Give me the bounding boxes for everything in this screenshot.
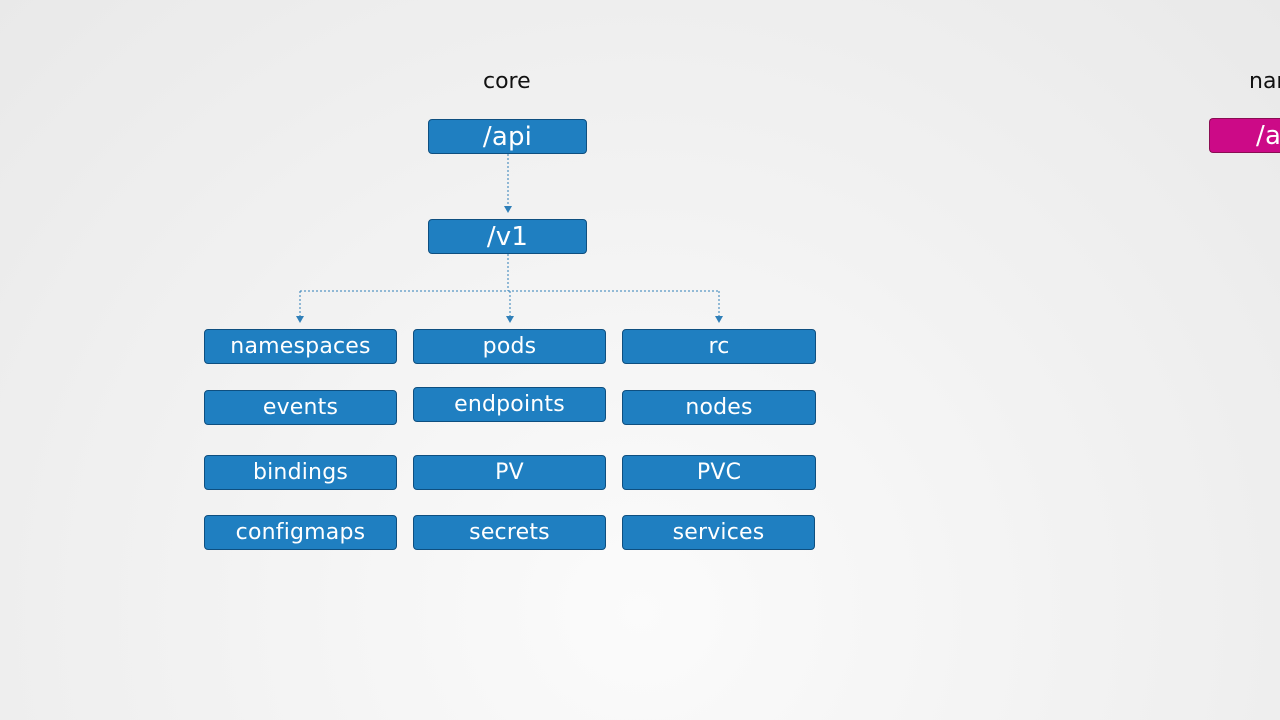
resource-bindings: bindings	[204, 455, 397, 490]
resource-rc: rc	[622, 329, 816, 364]
resource-services: services	[622, 515, 815, 550]
named-api-box: /a	[1209, 118, 1280, 153]
resource-endpoints: endpoints	[413, 387, 606, 422]
resource-pods: pods	[413, 329, 606, 364]
v1-box: /v1	[428, 219, 587, 254]
resource-configmaps: configmaps	[204, 515, 397, 550]
api-box: /api	[428, 119, 587, 154]
resource-nodes: nodes	[622, 390, 816, 425]
resource-pvc: PVC	[622, 455, 816, 490]
resource-events: events	[204, 390, 397, 425]
resource-pv: PV	[413, 455, 606, 490]
named-group-title: nar	[1249, 69, 1280, 94]
resource-namespaces: namespaces	[204, 329, 397, 364]
resource-secrets: secrets	[413, 515, 606, 550]
core-group-title: core	[483, 69, 531, 94]
